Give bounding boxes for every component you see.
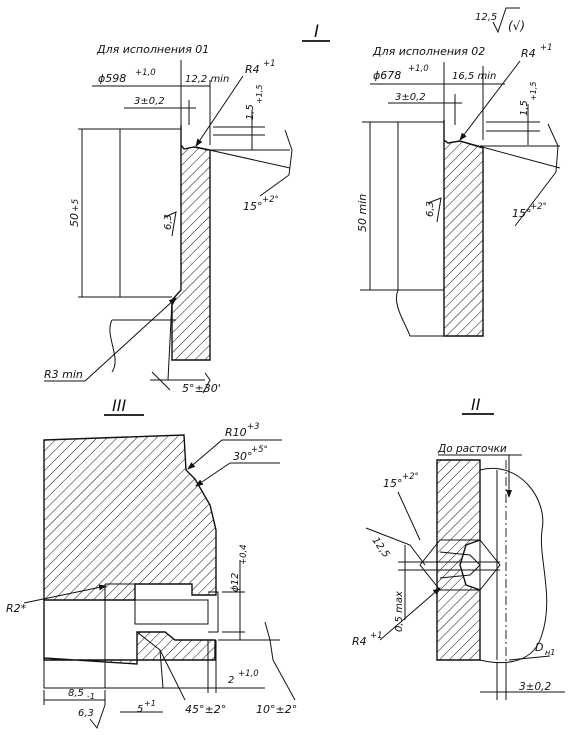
section-III-radius-tol: +3 xyxy=(247,422,260,432)
variant-01-step: 1,5 xyxy=(245,104,256,120)
variant-01-angle: 15° xyxy=(243,200,263,213)
section-III-len-tol: -1 xyxy=(87,692,95,701)
variant-02-wall xyxy=(443,120,484,337)
variant-01-angle-tol: +2° xyxy=(262,195,279,205)
section-III-angle-tol: +5° xyxy=(251,445,268,455)
variant-01-wall-dim: 12,2 min xyxy=(185,74,229,85)
variant-01-title: Для исполнения 01 xyxy=(96,43,209,56)
section-II-note: До расточки xyxy=(437,443,507,455)
variant-01-radius: R4 xyxy=(245,63,260,76)
section-III-body xyxy=(43,434,217,665)
variant-02-radius: R4 xyxy=(521,47,536,60)
section-I: I Для исполнения 01 ϕ598 +1,0 12,2 min 3… xyxy=(44,22,561,395)
section-III-dia-tol: +0,4 xyxy=(239,544,249,565)
variant-02-angle-tol: +2° xyxy=(530,202,547,212)
section-II: II До расточки 15° +2° 12,5 0,5 max R4 +… xyxy=(352,395,565,700)
section-II-size: 12,5 xyxy=(370,535,392,560)
variant-02-dia: ϕ678 xyxy=(373,69,401,82)
section-II-dia: D xyxy=(535,641,543,654)
variant-01-height: 50 xyxy=(68,213,81,227)
section-III-depth: 5 xyxy=(137,704,143,715)
section-III-dia: ϕ12 xyxy=(230,573,241,592)
section-III-len: 8,5 xyxy=(68,688,84,699)
variant-01-offset: 3±0,2 xyxy=(134,96,165,107)
section-II-max: 0,5 max xyxy=(394,591,405,632)
variant-01-fillet: R3 min xyxy=(44,368,83,381)
section-II-roman: II xyxy=(471,395,481,414)
section-III-gap: 2 xyxy=(228,675,234,686)
variant-02-offset: 3±0,2 xyxy=(395,92,426,103)
section-II-wall xyxy=(436,459,481,661)
variant-01-chamfer: 5°±30' xyxy=(182,382,221,395)
variant-02-title: Для исполнения 02 xyxy=(372,45,485,58)
variant-02-radius-tol: +1 xyxy=(540,43,553,53)
variant-01-wall xyxy=(171,125,211,361)
section-III-roman: III xyxy=(112,396,126,415)
section-III-fillet: R2* xyxy=(6,602,27,615)
variant-02-wall-dim: 16,5 min xyxy=(452,71,496,82)
section-II-offset: 3±0,2 xyxy=(519,681,551,693)
section-I-roman: I xyxy=(314,22,319,42)
variant-01-step-tol: +1,5 xyxy=(255,85,264,104)
variant-01-height-tol: +5 xyxy=(71,198,81,212)
roughness-check-icon xyxy=(492,7,520,34)
roughness-symbol: (√) xyxy=(508,19,525,33)
variant-02-dia-tol: +1,0 xyxy=(408,64,429,74)
section-III-angle: 30° xyxy=(233,450,253,463)
roughness-mark: 12,5 xyxy=(475,12,497,23)
variant-01-radius-tol: +1 xyxy=(263,59,276,69)
roughness-header: 12,5 (√) xyxy=(475,7,525,34)
section-II-radius-tol: +1 xyxy=(370,631,383,641)
section-III-chamfer: 45°±2° xyxy=(185,703,226,716)
section-II-angle-tol: +2° xyxy=(402,472,419,482)
section-III-radius: R10 xyxy=(225,426,247,439)
section-II-angle: 15° xyxy=(383,477,403,490)
section-III-depth-tol: +1 xyxy=(144,699,156,708)
variant-01-dia: ϕ598 xyxy=(98,72,126,85)
variant-02-step-tol: +1,5 xyxy=(529,82,538,101)
variant-02-angle: 15° xyxy=(512,207,532,220)
variant-01-view: Для исполнения 01 ϕ598 +1,0 12,2 min 3±0… xyxy=(44,43,293,395)
variant-02-height: 50 min xyxy=(356,194,369,232)
section-III-gap-tol: +1,0 xyxy=(238,669,259,679)
section-II-radius: R4 xyxy=(352,635,367,648)
variant-02-rough: 6,3 xyxy=(425,201,436,217)
variant-01-rough: 6,3 xyxy=(163,214,174,230)
section-III-rough: 6,3 xyxy=(78,708,94,719)
section-III: III R10 +3 30° +5° ϕ12 +0,4 R2* 8,5 -1 xyxy=(6,396,297,730)
section-III-angle2: 10°±2° xyxy=(256,703,297,716)
variant-02-view: Для исполнения 02 ϕ678 +1,0 16,5 min 3±0… xyxy=(356,43,561,337)
variant-02-step: 1,5 xyxy=(519,100,530,116)
variant-01-dia-tol: +1,0 xyxy=(135,68,156,78)
section-II-dia-sub: н1 xyxy=(545,648,555,657)
